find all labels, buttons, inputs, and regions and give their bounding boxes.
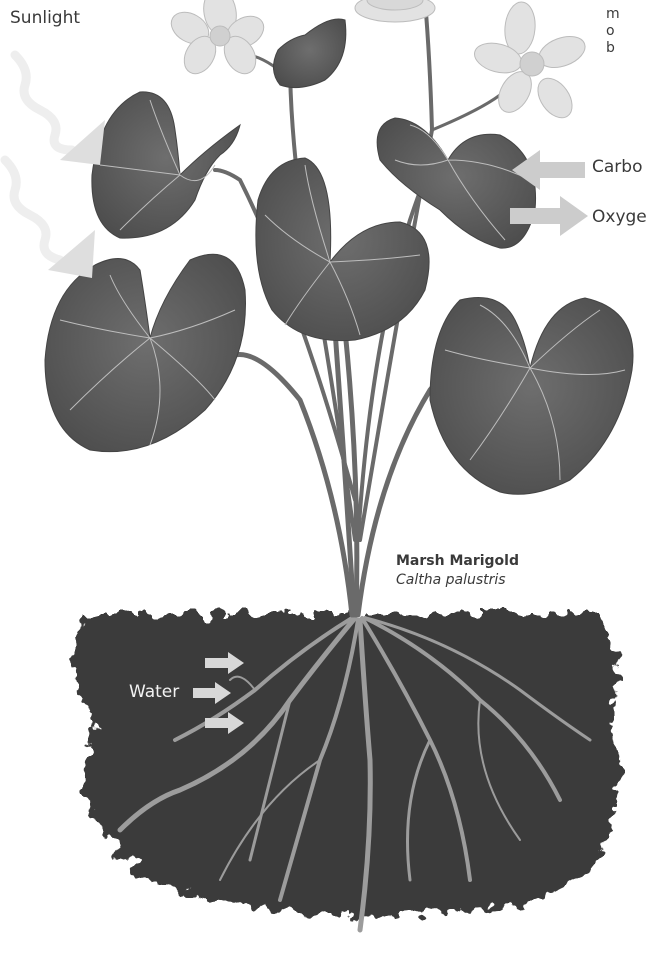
top-right-text-fragment: m o b — [606, 6, 620, 57]
water-label: Water — [129, 682, 179, 702]
plant-scientific-name: Caltha palustris — [396, 572, 506, 588]
flower-right — [471, 1, 589, 124]
plant-common-name: Marsh Marigold — [396, 553, 519, 569]
leaf-upper-left — [92, 92, 240, 238]
wavy-arrow-icon — [5, 160, 95, 278]
flower-top-left — [166, 0, 270, 79]
sunlight-arrows — [5, 55, 105, 278]
leaf-lower-right — [430, 298, 633, 495]
flowers — [166, 0, 590, 124]
sunlight-label: Sunlight — [10, 8, 80, 28]
wavy-arrow-icon — [15, 55, 105, 165]
oxygen-label: Oxyge — [592, 207, 647, 227]
leaf-lower-left — [45, 254, 246, 451]
leaf-center — [256, 158, 429, 341]
carbon-dioxide-label: Carbo — [592, 157, 642, 177]
leaf-small-top — [273, 19, 345, 88]
flower-top-center — [355, 0, 435, 22]
soil-area — [76, 614, 619, 916]
